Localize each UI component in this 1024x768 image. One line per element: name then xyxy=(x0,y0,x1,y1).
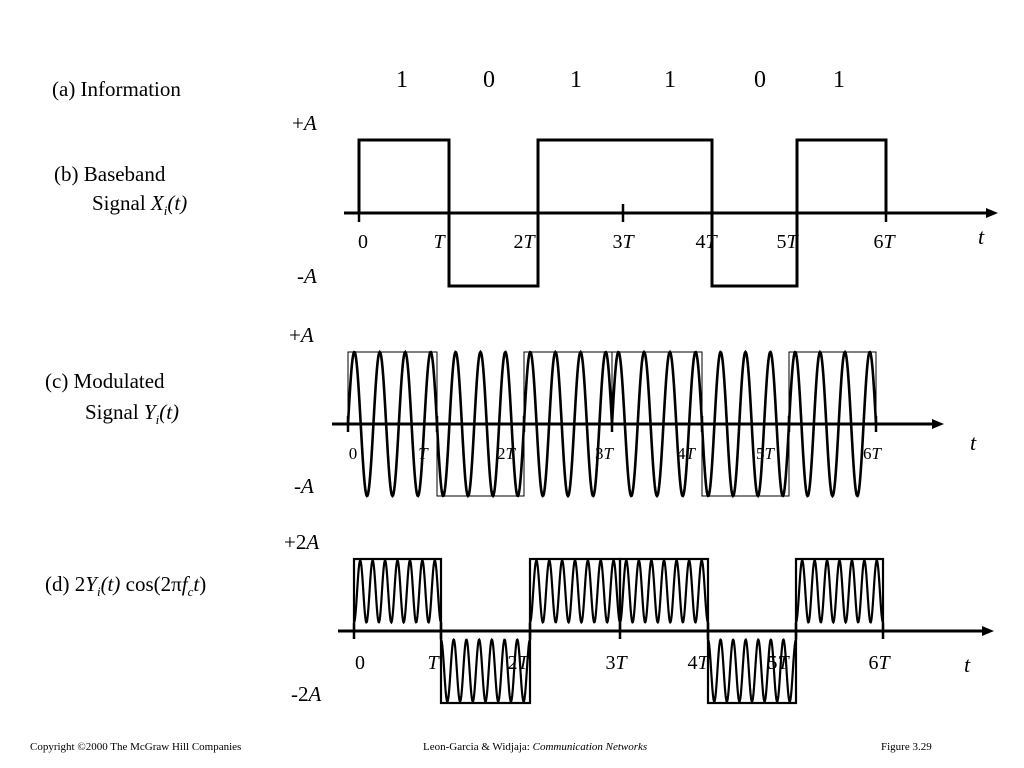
modulated-tick-label: 3T xyxy=(595,444,615,463)
amp-c-positive: +A xyxy=(289,323,314,347)
amp-c-negative: -A xyxy=(294,474,314,498)
modulated-envelope-box xyxy=(788,351,877,425)
baseband-tick-label: 0 xyxy=(358,231,368,253)
amp-d-positive: +2A xyxy=(284,530,320,554)
baseband-signal xyxy=(357,138,888,288)
baseband-time-label: t xyxy=(978,224,985,249)
product-tick-label: 0 xyxy=(355,652,365,674)
baseband-axis-arrowhead xyxy=(986,208,998,218)
product-time-label: t xyxy=(964,652,971,677)
modulated-tick-label: 4T xyxy=(677,444,697,463)
baseband-tick-label: 3T xyxy=(612,231,635,253)
footer-copyright: Copyright ©2000 The McGraw Hill Companie… xyxy=(30,741,242,753)
bit-3: 1 xyxy=(570,67,582,93)
modulated-time-label: t xyxy=(970,430,977,455)
amp-b-negative: -A xyxy=(297,264,317,288)
label-modulated-line1: (c) Modulated xyxy=(45,369,165,393)
modulated-axis-arrowhead xyxy=(932,419,944,429)
modulated-tick-label: 0 xyxy=(349,444,358,463)
modulated-envelope-box xyxy=(436,423,525,497)
product-tick-label: 6T xyxy=(868,652,891,674)
modulated-signal xyxy=(346,349,878,499)
modulated-tick-label: 6T xyxy=(863,444,883,463)
bit-4: 1 xyxy=(664,67,676,93)
product-tick-label: 3T xyxy=(605,652,628,674)
label-information: (a) Information xyxy=(52,77,181,101)
bit-6: 1 xyxy=(833,67,845,93)
baseband-tick-label: T xyxy=(433,231,446,253)
product-tick-label: T xyxy=(427,652,440,674)
product-signal xyxy=(353,558,884,704)
bit-1: 1 xyxy=(396,67,408,93)
label-baseband-line2: Signal Xi(t) xyxy=(92,191,188,219)
label-demodulated-product: (d) 2Yi(t) cos(2πfct) xyxy=(45,572,207,600)
modulated-tick-label: 5T xyxy=(756,444,776,463)
bit-2: 0 xyxy=(483,67,495,93)
footer-citation: Leon-Garcia & Widjaja: Communication Net… xyxy=(423,741,648,753)
label-baseband-line1: (b) Baseband xyxy=(54,162,166,186)
footer-figure-number: Figure 3.29 xyxy=(881,741,932,753)
modulated-envelope-box xyxy=(701,423,790,497)
baseband-tick-label: 6T xyxy=(873,231,896,253)
bit-5: 0 xyxy=(754,67,766,93)
baseband-tick-label: 4T xyxy=(695,231,718,253)
modulated-tick-label: 2T xyxy=(497,444,517,463)
baseband-tick-label: 2T xyxy=(513,231,536,253)
modulated-envelope-box xyxy=(611,351,703,425)
modulated-envelope-box xyxy=(347,351,438,425)
amp-b-positive: +A xyxy=(292,111,317,135)
amp-d-negative: -2A xyxy=(291,682,322,706)
label-modulated-line2: Signal Yi(t) xyxy=(85,400,180,428)
product-axis-arrowhead xyxy=(982,626,994,636)
